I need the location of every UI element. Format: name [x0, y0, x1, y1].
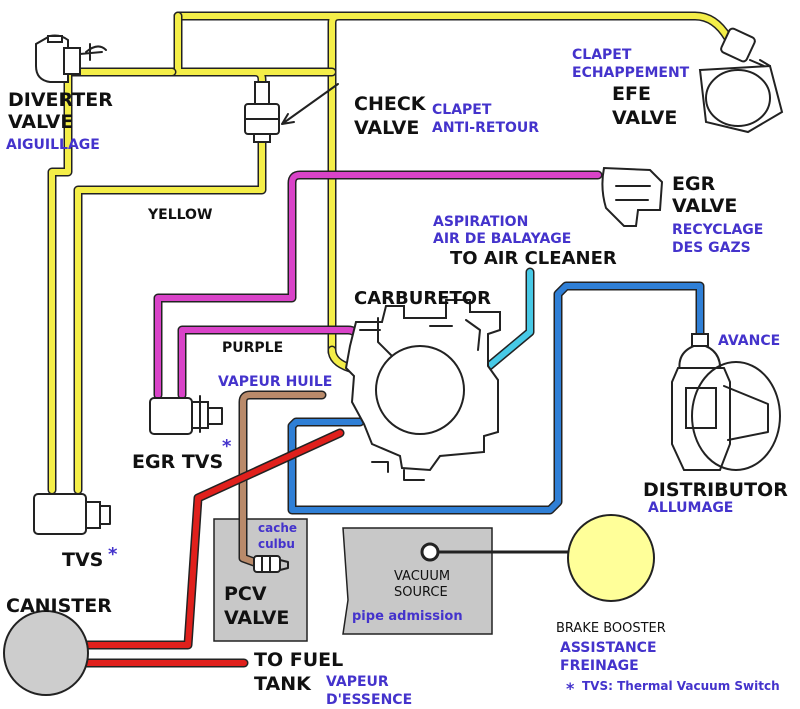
label-efe-valve-2: VALVE	[612, 107, 677, 129]
label-clapet-anti-retour-1: CLAPET	[432, 102, 492, 118]
pcv-box	[213, 518, 308, 642]
diverter-valve-icon	[35, 34, 107, 83]
label-pcv-valve-2: VALVE	[224, 607, 289, 629]
yellow-hose	[47, 11, 733, 495]
label-aspiration-1: ASPIRATION	[433, 214, 528, 230]
label-assistance-freinage-1: ASSISTANCE	[560, 640, 657, 656]
label-to-fuel-tank-1: TO FUEL	[254, 649, 343, 671]
label-yellow: YELLOW	[147, 207, 212, 223]
label-check-valve-2: VALVE	[354, 117, 419, 139]
label-diverter-valve-2: VALVE	[8, 111, 73, 133]
canister-icon	[3, 610, 89, 696]
efe-valve-icon	[698, 27, 784, 134]
brake-booster-icon	[567, 514, 655, 602]
label-assistance-freinage-2: FREINAGE	[560, 658, 639, 674]
label-carburetor: CARBURETOR	[354, 288, 491, 309]
tvs-icon	[33, 493, 111, 535]
label-aspiration-2: AIR DE BALAYAGE	[433, 231, 571, 247]
blue-hose	[287, 281, 705, 515]
vacuum-source-port-icon	[420, 542, 440, 562]
label-clapet-echappement-2: ECHAPPEMENT	[572, 65, 690, 81]
egr-valve-icon	[601, 166, 664, 227]
label-egr-valve-2: VALVE	[672, 195, 737, 217]
vacuum-source-box	[342, 527, 493, 635]
label-avance: AVANCE	[718, 333, 780, 349]
label-to-air-cleaner: TO AIR CLEANER	[450, 248, 617, 269]
check-valve-icon	[244, 81, 280, 143]
label-vapeur-essence-1: VAPEUR	[326, 674, 389, 690]
brown-hose	[238, 390, 327, 567]
label-footnote-star: *	[566, 679, 575, 698]
label-canister: CANISTER	[6, 595, 112, 617]
egr-tvs-icon	[149, 395, 223, 435]
label-egr-valve-1: EGR	[672, 173, 716, 195]
label-recyclage-1: RECYCLAGE	[672, 222, 763, 238]
label-brake-booster: BRAKE BOOSTER	[556, 621, 666, 636]
pcv-valve-icon	[253, 555, 289, 573]
label-egr-tvs: EGR TVS	[132, 451, 223, 473]
label-aiguillage: AIGUILLAGE	[6, 137, 100, 153]
label-tvs-footnote: TVS: Thermal Vacuum Switch	[582, 679, 780, 693]
label-vacuum-source-1: VACUUM	[394, 569, 450, 584]
label-clapet-echappement-1: CLAPET	[572, 47, 632, 63]
label-vacuum-source-2: SOURCE	[394, 585, 448, 600]
label-tvs: TVS	[62, 549, 103, 571]
label-check-valve-1: CHECK	[354, 93, 427, 115]
label-vapeur-essence-2: D'ESSENCE	[326, 692, 412, 708]
label-cache-culbu-1: cache	[258, 521, 297, 535]
label-pipe-admission: pipe admission	[352, 609, 463, 624]
label-distributor: DISTRIBUTOR	[643, 479, 788, 501]
label-tvs-star: *	[108, 544, 118, 565]
label-egr-tvs-star: *	[222, 436, 232, 457]
label-clapet-anti-retour-2: ANTI-RETOUR	[432, 120, 539, 136]
label-purple: PURPLE	[222, 340, 283, 356]
label-efe-valve-1: EFE	[612, 83, 651, 105]
carburetor-icon	[344, 299, 501, 481]
label-to-fuel-tank-2: TANK	[254, 673, 312, 695]
label-pcv-valve-1: PCV	[224, 583, 267, 605]
cyan-hose	[477, 267, 535, 377]
label-recyclage-2: DES GAZS	[672, 240, 751, 256]
label-allumage: ALLUMAGE	[648, 500, 733, 516]
distributor-icon	[671, 333, 781, 471]
label-diverter-valve-1: DIVERTER	[8, 89, 113, 111]
label-cache-culbu-2: culbu	[258, 537, 295, 551]
label-vapeur-huile: VAPEUR HUILE	[218, 374, 332, 390]
check-valve-pointer	[281, 83, 339, 125]
